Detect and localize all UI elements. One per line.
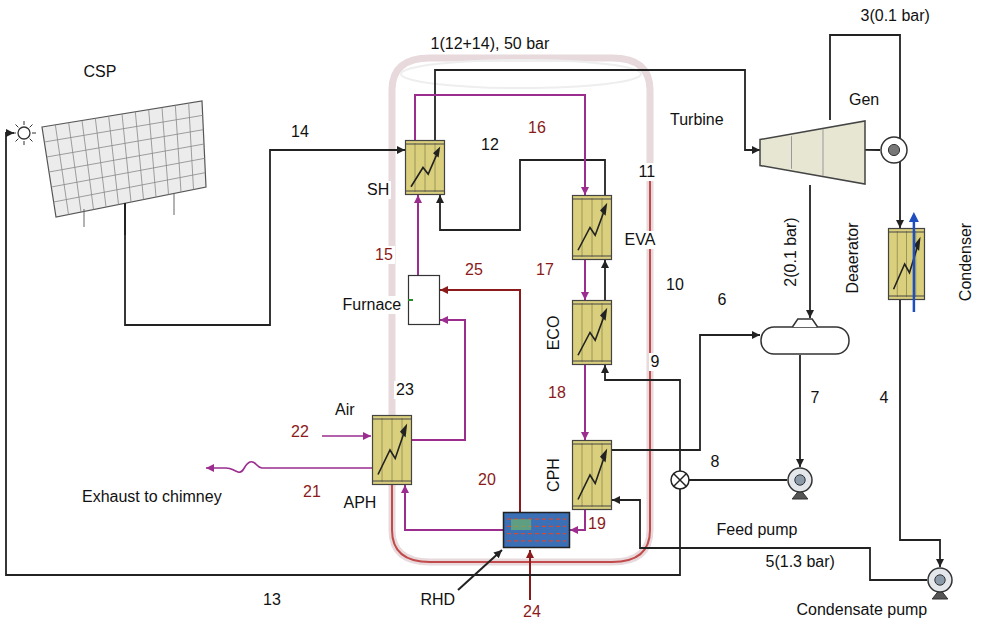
- feed-pump: Feed pump: [787, 467, 813, 493]
- boiler-shell: [392, 58, 650, 562]
- stream-number: Exhaust to chimney: [80, 488, 224, 506]
- flow-line: [612, 335, 760, 450]
- component-label: SH: [365, 181, 391, 199]
- gen-symbol: [880, 136, 908, 164]
- cond-symbol: [888, 228, 925, 300]
- stream-number: 7: [809, 389, 822, 407]
- stream-number: 19: [586, 515, 608, 533]
- flow-line: [604, 260, 606, 300]
- component-label: APH: [342, 494, 379, 512]
- component-label: Gen: [847, 91, 881, 109]
- stream-number: 23: [394, 381, 416, 399]
- rhd-leader: [458, 550, 502, 590]
- stream-number: 12: [479, 136, 501, 154]
- superheater: SH: [405, 140, 445, 195]
- component-label: Deaerator: [843, 220, 861, 295]
- air-preheater: APH: [372, 415, 412, 485]
- flow-line: [605, 365, 787, 480]
- stream-number: 2(0.1 bar): [781, 215, 799, 288]
- component-label: Turbine: [668, 111, 726, 129]
- stream-number: Air: [333, 401, 357, 419]
- component-label: CPH: [545, 456, 563, 494]
- flow-line: [417, 195, 419, 275]
- hx-symbol: [572, 195, 612, 260]
- air-inlet: [322, 435, 371, 437]
- boiler-hot-wall: [392, 180, 650, 562]
- stream-number: 24: [521, 603, 543, 621]
- economizer: ECO: [572, 300, 612, 365]
- hx-symbol: [372, 415, 412, 485]
- component-label: RHD: [419, 591, 458, 609]
- flow-line: [570, 510, 585, 530]
- stream-number: 15: [373, 246, 395, 264]
- flow-line: [865, 149, 880, 151]
- stream-number: 25: [463, 261, 485, 279]
- stream-number: 9: [649, 353, 662, 371]
- stream-number: 13: [261, 591, 283, 609]
- flow-line: [809, 185, 811, 318]
- flow-line: [440, 290, 520, 512]
- condensate-pump: Condensate pump: [927, 567, 953, 593]
- hx-symbol: [572, 440, 612, 510]
- boiler-top: [401, 60, 641, 88]
- stream-number: 16: [526, 119, 548, 137]
- stream-number: 3(0.1 bar): [859, 7, 932, 25]
- hx-symbol: [572, 300, 612, 365]
- component-label: ECO: [545, 314, 563, 353]
- stream-number: 6: [716, 291, 729, 309]
- flow-line: [412, 320, 465, 440]
- dea-symbol: [760, 318, 850, 355]
- component-label: Furnace: [341, 296, 404, 314]
- deaerator: Deaerator: [760, 318, 850, 355]
- component-label: Condensate pump: [795, 601, 930, 619]
- flow-line: [405, 485, 503, 530]
- stream-number: 18: [546, 384, 568, 402]
- exhaust-line: [206, 462, 372, 473]
- condenser: Condenser: [888, 228, 925, 300]
- flow-line: [612, 500, 927, 580]
- component-label: Feed pump: [715, 521, 800, 539]
- component-label: Condenser: [957, 221, 975, 303]
- stream-number: 10: [664, 276, 686, 294]
- pump-symbol: [787, 467, 813, 493]
- pump-symbol: [927, 567, 953, 593]
- stream-number: 20: [476, 471, 498, 489]
- flow-line: [584, 365, 586, 440]
- stream-number: 14: [289, 123, 311, 141]
- flow-line: [900, 300, 940, 567]
- mixing-valve: [671, 471, 689, 489]
- stream-number: 5(1.3 bar): [764, 553, 837, 571]
- furnace: Furnace: [408, 275, 440, 325]
- component-label: CSP: [82, 63, 119, 81]
- turbine: Turbine: [760, 120, 865, 185]
- component-label: EVA: [623, 231, 658, 249]
- rhd-symbol: [503, 512, 570, 548]
- stream-number: 8: [709, 453, 722, 471]
- generator: Gen: [880, 136, 908, 164]
- rhd-unit: RHD: [503, 512, 570, 548]
- csp-symbol: [14, 95, 210, 235]
- stream-number: 4: [878, 389, 891, 407]
- stream-number: 1(12+14), 50 bar: [429, 35, 552, 53]
- flow-line: [584, 260, 586, 300]
- stream-number: 17: [534, 261, 556, 279]
- condensate-preheater: CPH: [572, 440, 612, 510]
- solar-collector: CSP: [14, 95, 210, 235]
- flow-line: [799, 355, 801, 467]
- stream-number: 21: [301, 483, 323, 501]
- stream-number: 22: [289, 423, 311, 441]
- evaporator: EVA: [572, 195, 612, 260]
- hx-symbol: [405, 140, 445, 195]
- stream-number: 11: [637, 163, 658, 181]
- furn-symbol: [408, 275, 440, 325]
- turb-symbol: [760, 120, 865, 185]
